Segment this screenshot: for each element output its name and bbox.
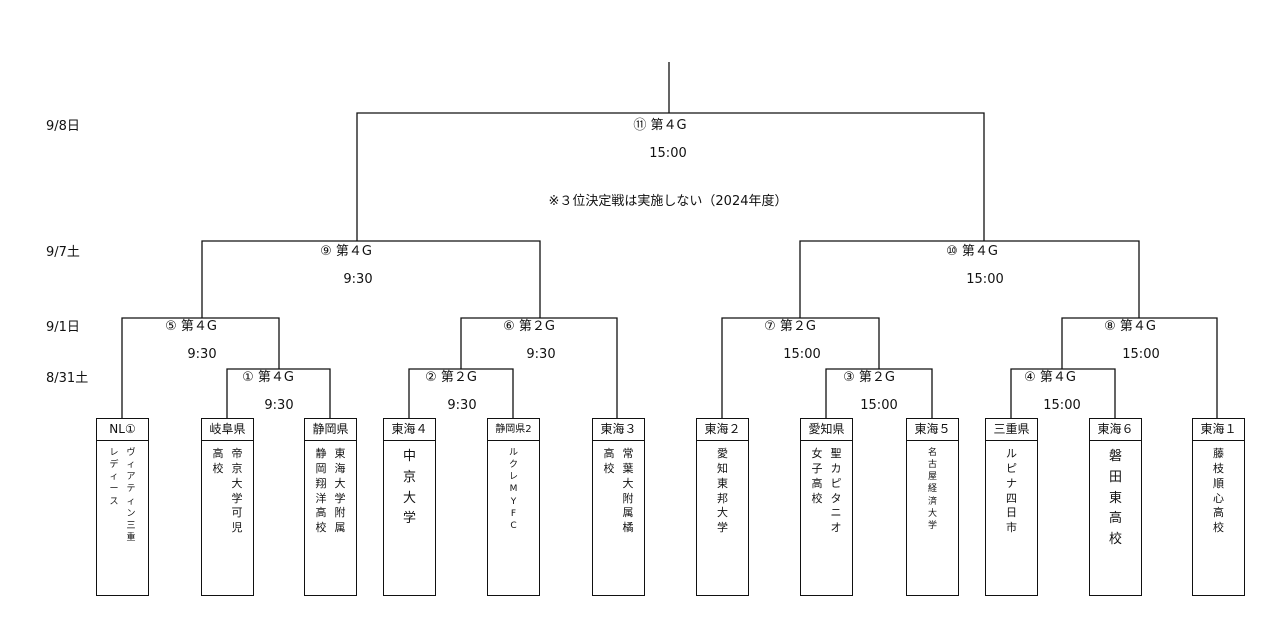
game-8-label: ⑧ 第４G — [1104, 319, 1156, 334]
team-header: 三重県 — [986, 419, 1037, 441]
date-label-final: 9/8日 — [46, 119, 80, 134]
game-6-time: 9:30 — [526, 347, 556, 362]
game-6-bracket-line — [460, 317, 618, 418]
game-9-time: 9:30 — [343, 272, 373, 287]
game-5-label: ⑤ 第４G — [165, 319, 217, 334]
game-10-bracket-line — [799, 240, 1140, 318]
game-8-bracket-line — [1061, 317, 1218, 418]
game-3-bracket-line — [825, 368, 933, 418]
team-name-column: 女子高校 — [811, 447, 823, 505]
date-label-semifinal: 9/7土 — [46, 245, 80, 260]
team-header: 東海１ — [1193, 419, 1244, 441]
game-11-bracket-line — [356, 112, 985, 241]
game-5-bracket-line — [121, 317, 280, 418]
team-box-tokai5: 東海５ 名古屋経済大学 — [906, 418, 959, 596]
team-header: 静岡県 — [305, 419, 356, 441]
game-1-bracket-line — [226, 368, 331, 418]
team-box-tokai1: 東海１ 藤枝順心高校 — [1192, 418, 1245, 596]
team-box-tokai4: 東海４ 中京大学 — [383, 418, 436, 596]
team-name-column: 静岡翔洋高校 — [315, 447, 327, 535]
team-name-column: 愛知東邦大学 — [717, 447, 728, 535]
team-box-mie: 三重県 ルピナ四日市 — [985, 418, 1038, 596]
team-box-gifu: 岐阜県 帝京大学可児高校 — [201, 418, 254, 596]
game-11-time: 15:00 — [649, 146, 687, 161]
team-name-column: 聖カピタニオ — [830, 447, 842, 535]
game-4-time: 15:00 — [1043, 398, 1081, 413]
team-box-aichi: 愛知県 聖カピタニオ女子高校 — [800, 418, 853, 596]
team-name-column: ルピナ四日市 — [1006, 447, 1017, 535]
team-name-column: 藤枝順心高校 — [1213, 447, 1224, 535]
game-3-label: ③ 第２G — [843, 370, 895, 385]
team-box-nl1: NL① ヴィアティン三重レディース — [96, 418, 149, 596]
team-name-column: 高校 — [212, 447, 224, 475]
game-11-label: ⑪ 第４G — [633, 118, 687, 133]
game-7-label: ⑦ 第２G — [764, 319, 816, 334]
team-name-column: レディース — [109, 448, 119, 507]
team-header: 東海２ — [697, 419, 748, 441]
team-box-tokai6: 東海６ 磐田東高校 — [1089, 418, 1142, 596]
team-header: NL① — [97, 419, 148, 441]
game-3-time: 15:00 — [860, 398, 898, 413]
team-header: 東海４ — [384, 419, 435, 441]
team-box-tokai3: 東海３ 常葉大附属橘高校 — [592, 418, 645, 596]
team-box-tokai2: 東海２ 愛知東邦大学 — [696, 418, 749, 596]
team-name-column: 東海大学附属 — [334, 447, 346, 535]
game-6-label: ⑥ 第２G — [503, 319, 555, 334]
game-1-time: 9:30 — [264, 398, 294, 413]
team-header: 東海５ — [907, 419, 958, 441]
team-name-column: 名古屋経済大学 — [927, 448, 937, 531]
game-10-label: ⑩ 第４G — [946, 244, 998, 259]
team-name-column: 磐田東高校 — [1108, 449, 1122, 548]
game-4-label: ④ 第４G — [1024, 370, 1076, 385]
team-name-column: 中京大学 — [402, 449, 416, 527]
team-name-column: 帝京大学可児 — [231, 447, 243, 535]
game-2-label: ② 第２G — [425, 370, 477, 385]
game-4-bracket-line — [1010, 368, 1116, 418]
team-header: 東海３ — [593, 419, 644, 441]
team-header: 岐阜県 — [202, 419, 253, 441]
game-5-time: 9:30 — [187, 347, 217, 362]
date-label-quarterfinal: 9/1日 — [46, 320, 80, 335]
game-10-time: 15:00 — [966, 272, 1004, 287]
game-7-time: 15:00 — [783, 347, 821, 362]
game-1-label: ① 第４G — [242, 370, 294, 385]
team-header: 東海６ — [1090, 419, 1141, 441]
date-label-round1: 8/31土 — [46, 371, 89, 386]
game-9-label: ⑨ 第４G — [320, 244, 372, 259]
team-name-column: ヴィアティン三重 — [126, 448, 136, 543]
game-8-time: 15:00 — [1122, 347, 1160, 362]
team-header: 愛知県 — [801, 419, 852, 441]
team-header: 静岡県2 — [488, 419, 539, 441]
game-9-bracket-line — [201, 240, 541, 318]
game-2-time: 9:30 — [447, 398, 477, 413]
team-name-column: 高校 — [603, 447, 615, 475]
game-2-bracket-line — [408, 368, 514, 418]
game-7-bracket-line — [721, 317, 880, 418]
team-box-shizuoka: 静岡県 東海大学附属静岡翔洋高校 — [304, 418, 357, 596]
team-name-column: 常葉大附属橘 — [622, 447, 634, 535]
third-place-note: ※３位決定戦は実施しない（2024年度） — [548, 194, 788, 209]
